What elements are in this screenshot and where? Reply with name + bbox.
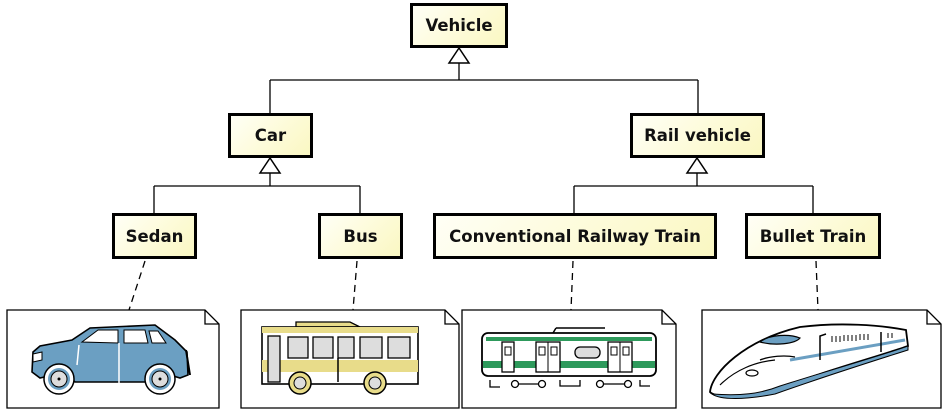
generalization-car	[153, 173, 361, 213]
class-conventional-railway-train-label: Conventional Railway Train	[449, 226, 701, 246]
class-sedan-label: Sedan	[125, 226, 184, 246]
note-anchor-sedan	[128, 260, 146, 311]
class-car-label: Car	[254, 126, 287, 145]
generalization-rail	[573, 173, 814, 213]
class-bus-label: Bus	[343, 226, 378, 246]
class-sedan[interactable]: Sedan	[112, 213, 197, 259]
commuter-train-illustration	[481, 327, 657, 389]
class-vehicle[interactable]: Vehicle	[410, 3, 508, 48]
generalization-arrow-vehicle	[447, 46, 471, 64]
class-vehicle-label: Vehicle	[425, 16, 493, 35]
bus-illustration	[261, 321, 419, 395]
sedan-car-illustration	[31, 324, 191, 395]
class-rail-vehicle[interactable]: Rail vehicle	[630, 113, 765, 158]
note-anchor-bus	[352, 260, 358, 311]
class-bullet-train[interactable]: Bullet Train	[745, 213, 881, 259]
note-anchor-bullet	[815, 260, 819, 311]
class-bus[interactable]: Bus	[318, 213, 403, 259]
note-anchor-conventional	[570, 260, 574, 311]
class-car[interactable]: Car	[228, 113, 313, 158]
class-conventional-railway-train[interactable]: Conventional Railway Train	[433, 213, 717, 259]
generalization-arrow-rail	[685, 156, 709, 174]
class-rail-vehicle-label: Rail vehicle	[644, 126, 751, 145]
bullet-train-illustration	[709, 323, 909, 399]
generalization-arrow-car	[258, 156, 282, 174]
generalization-vehicle	[269, 63, 699, 113]
class-bullet-train-label: Bullet Train	[759, 226, 867, 246]
